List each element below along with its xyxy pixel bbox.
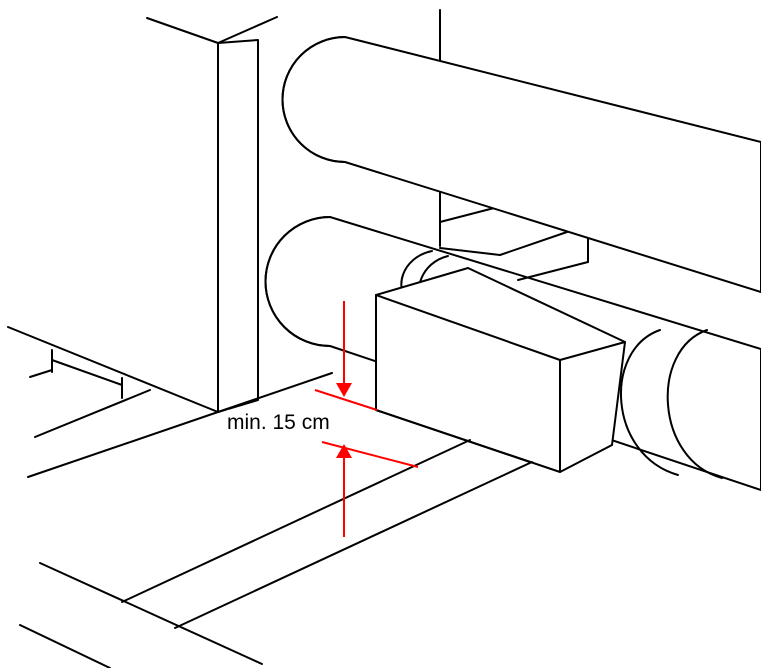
floor-structure bbox=[7, 326, 533, 668]
arrow-down-icon bbox=[336, 383, 352, 397]
arrow-up-icon bbox=[336, 444, 352, 458]
clearance-dimension bbox=[314, 301, 419, 537]
upper-duct bbox=[281, 36, 761, 293]
column bbox=[146, 16, 278, 413]
clearance-label: min. 15 cm bbox=[227, 410, 330, 436]
